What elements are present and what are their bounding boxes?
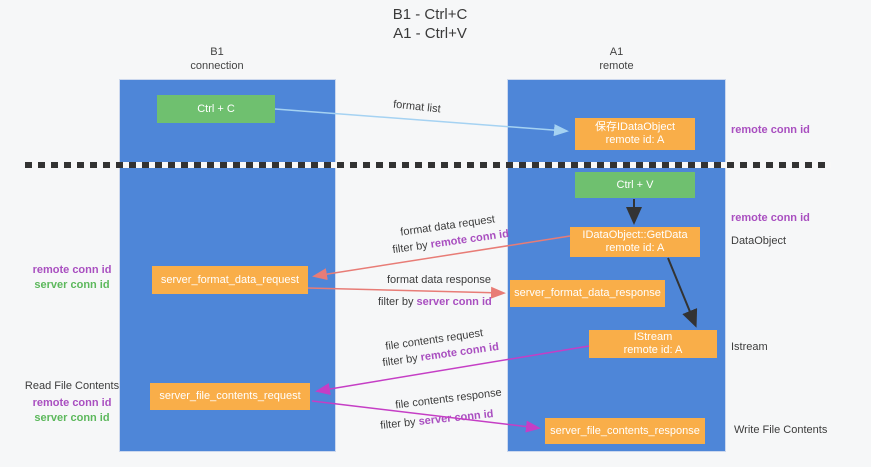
left-server-conn-id: server conn id — [34, 412, 110, 424]
istream-line1: IStream — [633, 331, 673, 343]
lane-b1-role: connection — [190, 60, 244, 72]
save-dataobject-line2: remote id: A — [605, 134, 665, 146]
right-istream-label: Istream — [731, 341, 768, 353]
filter-prefix: filter by — [391, 239, 429, 257]
right-dataobject-label: DataObject — [731, 235, 787, 247]
edge-label-filter-file-response: filter by server conn id — [380, 408, 494, 432]
left-remote-conn-id: remote conn id — [32, 397, 112, 409]
filter-prefix: filter by — [378, 296, 414, 308]
diagram-title: B1 - Ctrl+C A1 - Ctrl+V — [300, 5, 560, 43]
edge-label-format-data-response: format data response — [387, 274, 491, 286]
lane-a1-role: remote — [599, 60, 634, 72]
node-server-format-data-request: server_format_data_request — [152, 266, 308, 294]
edge-label-format-list: format list — [392, 98, 442, 116]
filter-prefix: filter by — [379, 416, 417, 432]
lane-b1-name: B1 — [210, 46, 224, 58]
left-format-conn-ids: remote conn id server conn id — [17, 263, 127, 293]
file-response-label: server_file_contents_response — [550, 424, 700, 437]
node-istream: IStream remote id: A — [589, 330, 717, 358]
node-server-format-data-response: server_format_data_response — [510, 280, 665, 307]
file-request-label: server_file_contents_request — [159, 390, 301, 402]
node-save-dataobject: 保存IDataObject remote id: A — [575, 118, 695, 150]
save-dataobject-line1: 保存IDataObject — [594, 121, 676, 133]
istream-line2: remote id: A — [623, 344, 683, 356]
right-remote-conn-id-getdata: remote conn id — [731, 212, 810, 224]
lane-a1-name: A1 — [609, 46, 624, 58]
getdata-line2: remote id: A — [605, 242, 665, 254]
node-server-file-contents-response: server_file_contents_response — [545, 418, 705, 444]
left-remote-conn-id: remote conn id — [32, 264, 112, 276]
title-line-1: B1 - Ctrl+C — [392, 6, 468, 23]
filter-prefix: filter by — [381, 352, 419, 370]
getdata-line1: IDataObject::GetData — [582, 229, 688, 241]
filter-id-server-conn: server conn id — [416, 296, 492, 308]
ctrl-v-label: Ctrl + V — [616, 178, 654, 191]
read-file-contents-label: Read File Contents — [24, 380, 120, 392]
title-line-2: A1 - Ctrl+V — [393, 25, 467, 42]
left-file-conn-ids: remote conn id server conn id — [17, 396, 127, 426]
right-write-file-contents: Write File Contents — [734, 424, 828, 436]
edge-label-filter-format-response: filter by server conn id — [378, 296, 492, 308]
node-server-file-contents-request: server_file_contents_request — [150, 383, 310, 410]
lane-header-b1: B1 connection — [129, 45, 305, 73]
node-ctrl-c: Ctrl + C — [157, 95, 275, 123]
node-ctrl-v: Ctrl + V — [575, 172, 695, 198]
left-server-conn-id: server conn id — [34, 279, 110, 291]
arrow-format-data-response — [307, 286, 506, 299]
copy-paste-separator-line — [25, 162, 831, 168]
left-read-file-contents: Read File Contents — [17, 379, 127, 394]
filter-id-server-conn: server conn id — [418, 408, 495, 428]
ctrl-c-label: Ctrl + C — [197, 102, 235, 115]
lane-header-a1: A1 remote — [507, 45, 726, 73]
node-idataobject-getdata: IDataObject::GetData remote id: A — [570, 227, 700, 257]
format-request-label: server_format_data_request — [160, 273, 300, 286]
format-response-label: server_format_data_response — [514, 287, 661, 299]
right-remote-conn-id-save: remote conn id — [731, 124, 810, 136]
